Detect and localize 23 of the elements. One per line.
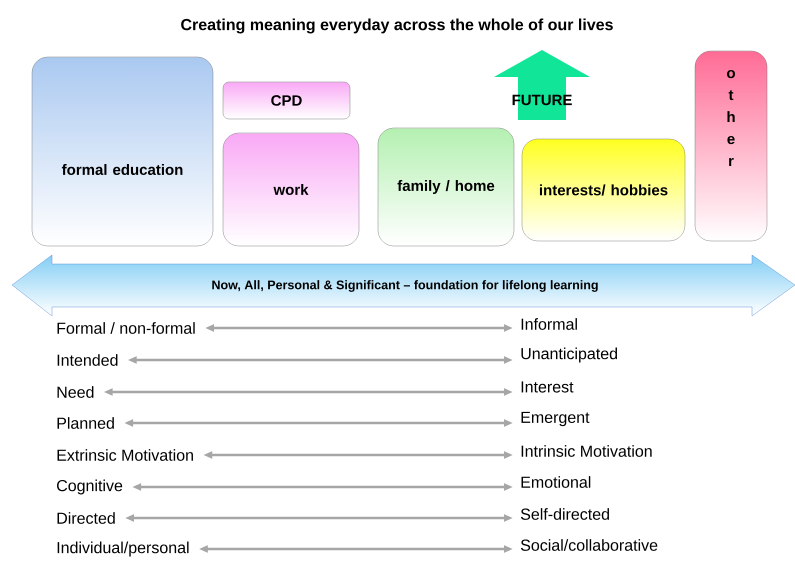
row-label: Formal / non-formal [58,322,195,334]
title: Creating meaning everyday across the whole of our lives [181,18,613,34]
row-label: Directed [58,512,115,524]
row-label: Emotional [522,476,590,488]
row-label: Extrinsic Motivation [58,449,193,461]
row-label: Interest [522,381,574,393]
row-label: Self-directed [520,508,609,520]
row-label: Cognitive [57,480,122,494]
row-label: Social/collaborative [520,539,658,551]
row-label: Intended [58,354,118,366]
row-label: Informal [522,318,577,330]
row-label: Intrinsic Motivation [522,445,652,457]
area-box: interests/ hobbies [522,138,686,242]
row-label: Individual/personal [58,542,189,556]
row-label: Planned [58,417,114,429]
area-box: CPD [222,82,350,120]
row-label: Need [58,386,94,398]
area-box: o t h e r [694,50,768,242]
row-label: Unanticipated [521,348,617,362]
area-box: work [222,132,360,246]
area-box: family / home [378,128,514,246]
area-box: formal education [32,56,214,246]
row-label: Emergent [522,412,590,426]
